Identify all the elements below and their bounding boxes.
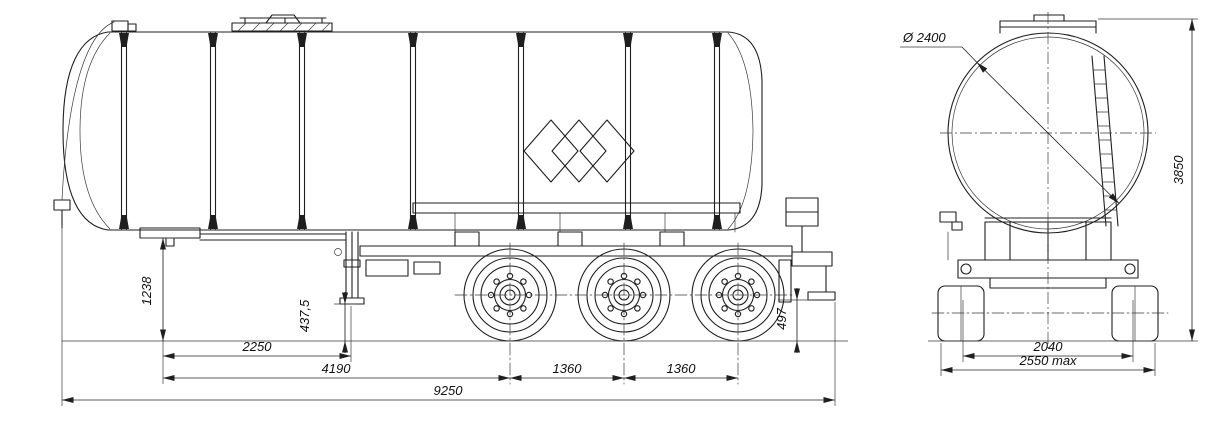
side-guard-rail [412,202,741,233]
dim-overall-height-label: 3850 [1171,155,1186,185]
dim-axle-gap-1-label: 1360 [553,361,583,376]
dim-tank-diameter-label: Ø 2400 [902,30,946,45]
dimensions-rear: Ø 2400 3850 2040 2550 max [900,18,1198,376]
hazard-placards [523,119,635,183]
mudflap [778,259,792,303]
dim-overall-length-label: 9250 [434,383,464,398]
ladder [1091,55,1119,227]
wheels [454,242,796,385]
kingpin [165,237,175,247]
dim-kingpin-to-axle1-label: 4190 [322,361,352,376]
dim-rear-clearance-label: 497 [774,307,789,329]
dim-axle-gap-2-label: 1360 [667,361,697,376]
tank-body [62,31,763,231]
chassis-frame [139,227,793,277]
dim-overall-width-label: 2550 max [1018,353,1077,368]
rear-view: Ø 2400 3850 2040 2550 max [900,12,1198,376]
dim-front-clearance-label: 437,5 [297,299,312,332]
rear-tires [931,285,1169,342]
landing-gear [334,231,365,305]
rear-bumper [807,291,836,301]
dim-kingpin-to-gear-label: 2250 [242,339,273,354]
front-piping [53,20,137,229]
side-view: 1238 437,5 2250 4190 1360 1360 497 9250 [53,14,848,406]
dim-axle-track-label: 2040 [1033,339,1064,354]
dimensions-side: 1238 437,5 2250 4190 1360 1360 497 9250 [61,225,836,406]
top-walkway [231,14,333,32]
tank-ring-stiffeners [118,32,723,230]
rear-suspension [939,211,1139,289]
toolbox [365,259,409,277]
rear-equipment [785,197,836,301]
dim-kingpin-height-label: 1238 [139,276,154,306]
